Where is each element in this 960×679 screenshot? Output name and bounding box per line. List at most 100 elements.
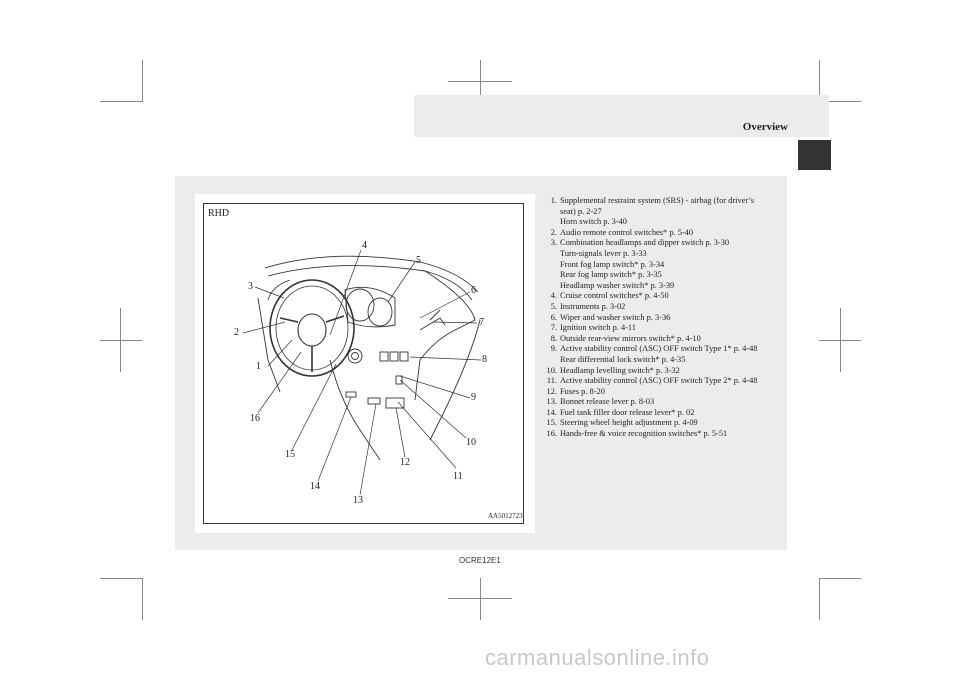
list-item-text: seat) p. 2-27	[560, 206, 602, 216]
callout-8: 8	[482, 354, 487, 365]
list-item-number: 11.	[546, 376, 557, 386]
list-item: 1.Supplemental restraint system (SRS) - …	[538, 196, 783, 228]
list-item: 8.Outside rear-view mirrors switch* p. 4…	[538, 334, 783, 345]
list-item-text: Hands-free & voice recognition switches*…	[560, 429, 728, 439]
list-item-text: Steering wheel height adjustment p. 4-09	[560, 418, 698, 428]
fuse-cover	[385, 397, 405, 409]
list-item-number: 6.	[550, 312, 557, 322]
callout-12: 12	[400, 457, 410, 468]
list-item: 16.Hands-free & voice recognition switch…	[538, 429, 783, 440]
list-item-text: Headlamp levelling switch* p. 3-32	[560, 365, 680, 375]
list-item-number: 4.	[550, 291, 557, 301]
list-item-text: Headlamp washer switch* p. 3-39	[560, 280, 675, 290]
instrument-cluster-hood	[344, 286, 396, 328]
gauge-right	[367, 297, 393, 327]
mirror-switch-a	[379, 351, 389, 362]
list-item: 2.Audio remote control switches* p. 5-40	[538, 228, 783, 239]
bonnet-lever	[367, 397, 381, 405]
list-item-text: Outside rear-view mirrors switch* p. 4-1…	[560, 333, 701, 343]
callout-7: 7	[479, 317, 484, 328]
list-item-text: Turn-signals lever p. 3-33	[560, 248, 647, 258]
list-item-text: Horn switch p. 3-40	[560, 217, 627, 227]
list-item-number: 10.	[546, 365, 557, 375]
section-tab-marker	[798, 140, 831, 170]
list-item-text: Combination headlamps and dipper switch …	[560, 238, 730, 248]
list-item-number: 12.	[546, 386, 557, 396]
list-item-number: 2.	[550, 227, 557, 237]
dash-right-detail	[429, 309, 441, 321]
list-item-number: 15.	[546, 418, 557, 428]
callout-15: 15	[285, 449, 295, 460]
crop-mark	[819, 578, 820, 620]
callout-2: 2	[234, 327, 239, 338]
header-band	[414, 95, 829, 137]
list-item: 10.Headlamp levelling switch* p. 3-32	[538, 366, 783, 377]
crop-mark	[142, 578, 143, 620]
list-item-text: Instruments p. 3-02	[560, 301, 626, 311]
dash-right-vent	[419, 317, 446, 331]
ignition-keyhole	[351, 352, 359, 360]
watermark-text: carmanualsonline.info	[485, 645, 710, 670]
callout-14: 14	[310, 481, 320, 492]
list-item-number: 16.	[546, 429, 557, 439]
crop-mark	[100, 340, 142, 341]
list-item-text: Bonnet release lever p. 8-03	[560, 397, 655, 407]
callout-10: 10	[466, 437, 476, 448]
crop-mark	[448, 81, 512, 82]
callout-leaders	[242, 249, 482, 496]
figure-box	[195, 194, 535, 533]
console-right-edge	[429, 319, 481, 441]
list-item-number: 14.	[546, 407, 557, 417]
list-item-number: 13.	[546, 397, 557, 407]
list-item: 6.Wiper and washer switch p. 3-36	[538, 313, 783, 324]
list-item-text: Supplemental restraint system (SRS) - ai…	[560, 196, 755, 205]
crop-mark	[100, 578, 142, 579]
crop-mark	[142, 60, 143, 102]
callout-11: 11	[453, 471, 463, 482]
crop-mark	[480, 578, 481, 620]
list-item-number: 8.	[550, 333, 557, 343]
crop-mark	[100, 101, 142, 102]
crop-mark	[448, 598, 512, 599]
crop-mark	[819, 578, 861, 579]
list-item-text: Ignition switch p. 4-11	[560, 323, 636, 333]
callout-6: 6	[471, 285, 476, 296]
crop-mark	[819, 101, 861, 102]
ignition-switch	[347, 348, 363, 364]
crop-mark	[819, 60, 820, 102]
crop-mark	[819, 340, 861, 341]
list-item-number: 5.	[550, 301, 557, 311]
callout-4: 4	[362, 240, 367, 251]
list-item: 9.Active stability control (ASC) OFF swi…	[538, 344, 783, 365]
page-header-title: Overview	[742, 121, 788, 133]
list-item-text: Front fog lamp switch* p. 3-34	[560, 259, 665, 269]
list-item-text: Active stability control (ASC) OFF switc…	[560, 376, 758, 386]
list-item: 14.Fuel tank filler door release lever* …	[538, 408, 783, 419]
list-item: 15.Steering wheel height adjustment p. 4…	[538, 418, 783, 429]
callout-9: 9	[471, 392, 476, 403]
callout-1: 1	[256, 361, 261, 372]
figure-frame	[203, 203, 524, 524]
list-item-text: Fuses p. 8-20	[560, 386, 605, 396]
dash-right-side	[414, 270, 476, 401]
list-item: 5.Instruments p. 3-02	[538, 302, 783, 313]
callout-5: 5	[416, 255, 421, 266]
list-item-text: Wiper and washer switch p. 3-36	[560, 312, 671, 322]
list-item-text: Fuel tank filler door release lever* p. …	[560, 407, 695, 417]
list-item: 11.Active stability control (ASC) OFF sw…	[538, 376, 783, 387]
list-item: 3.Combination headlamps and dipper switc…	[538, 238, 783, 291]
list-item-number: 7.	[550, 323, 557, 333]
dash-top-line	[264, 255, 479, 293]
steering-wheel-spokes	[279, 315, 345, 372]
list-item-text: Rear differential lock switch* p. 4-35	[560, 354, 686, 364]
figure-variant-label: RHD	[208, 208, 230, 219]
list-item: 13.Bonnet release lever p. 8-03	[538, 397, 783, 408]
steering-wheel-rim	[269, 279, 355, 377]
mirror-switch-c	[399, 351, 409, 362]
dashboard-illustration	[242, 249, 482, 496]
list-item-number: 1.	[550, 196, 557, 205]
list-item-text: Cruise control switches* p. 4-50	[560, 291, 669, 301]
component-list: 1.Supplemental restraint system (SRS) - …	[538, 196, 783, 440]
dash-left-edge	[267, 279, 291, 301]
list-item: 12.Fuses p. 8-20	[538, 387, 783, 398]
